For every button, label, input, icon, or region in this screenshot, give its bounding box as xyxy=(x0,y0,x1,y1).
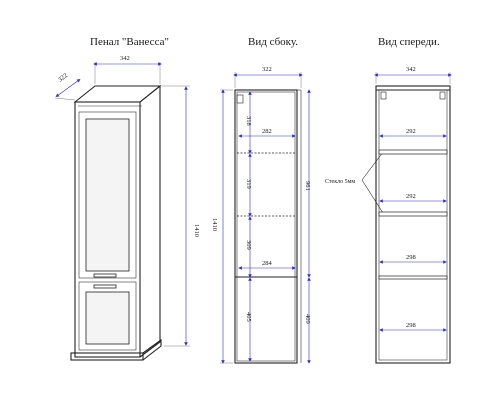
dim-side-shelf-2-label: 284 xyxy=(262,260,273,267)
dim-3d-width-label: 342 xyxy=(120,55,130,62)
handle-upper xyxy=(93,273,117,278)
title-side-view: Вид сбоку. xyxy=(248,36,298,48)
dim-side-shelf-1-label: 282 xyxy=(262,128,272,135)
dimension-side-width: 322 xyxy=(233,66,303,88)
dim-front-width-label: 342 xyxy=(406,66,416,73)
dim-side-right-lower: 409 xyxy=(304,314,311,324)
front-view-drawing xyxy=(375,85,451,364)
dimension-front-shelves: 292 292 298 298 xyxy=(379,128,447,332)
cabinet-3d-view xyxy=(70,84,162,361)
dimension-side-shelf-2: 284 xyxy=(238,260,296,270)
dim-3d-depth-label: 322 xyxy=(57,72,69,84)
dimension-3d-height: 1410 xyxy=(162,85,200,347)
dim-front-shelf-3: 298 xyxy=(406,254,416,261)
dim-side-section-4: 405 xyxy=(245,312,252,322)
dimension-side-total-height: 1410 xyxy=(211,89,233,364)
dim-side-section-3: 309 xyxy=(245,240,252,250)
dim-side-total-height-label: 1410 xyxy=(211,218,218,231)
dimension-3d-width: 342 xyxy=(93,55,162,84)
handle-lower xyxy=(93,284,117,289)
dim-side-right-upper: 961 xyxy=(304,181,311,191)
dim-front-shelf-1: 292 xyxy=(406,128,416,135)
dimension-3d-depth: 322 xyxy=(54,72,81,101)
dimension-side-sections: 318 319 309 405 xyxy=(245,91,252,362)
title-front-view: Вид спереди. xyxy=(378,36,440,48)
dim-front-shelf-4: 298 xyxy=(406,322,416,329)
dim-3d-height-label: 1410 xyxy=(193,224,200,237)
dimension-side-right: 961 409 xyxy=(304,89,311,364)
dim-front-shelf-2: 292 xyxy=(406,193,416,200)
dim-side-width-label: 322 xyxy=(262,66,272,73)
title-cabinet-name: Пенал "Ванесса" xyxy=(90,36,169,48)
dim-side-section-1: 318 xyxy=(245,116,252,126)
glass-callout: Стекло 5мм xyxy=(325,151,384,214)
dimension-side-shelf-1: 282 xyxy=(238,128,296,138)
side-view-drawing xyxy=(234,89,302,364)
dimension-front-width: 342 xyxy=(374,66,452,84)
glass-note-label: Стекло 5мм xyxy=(325,179,355,185)
dim-side-section-2: 319 xyxy=(245,179,252,189)
